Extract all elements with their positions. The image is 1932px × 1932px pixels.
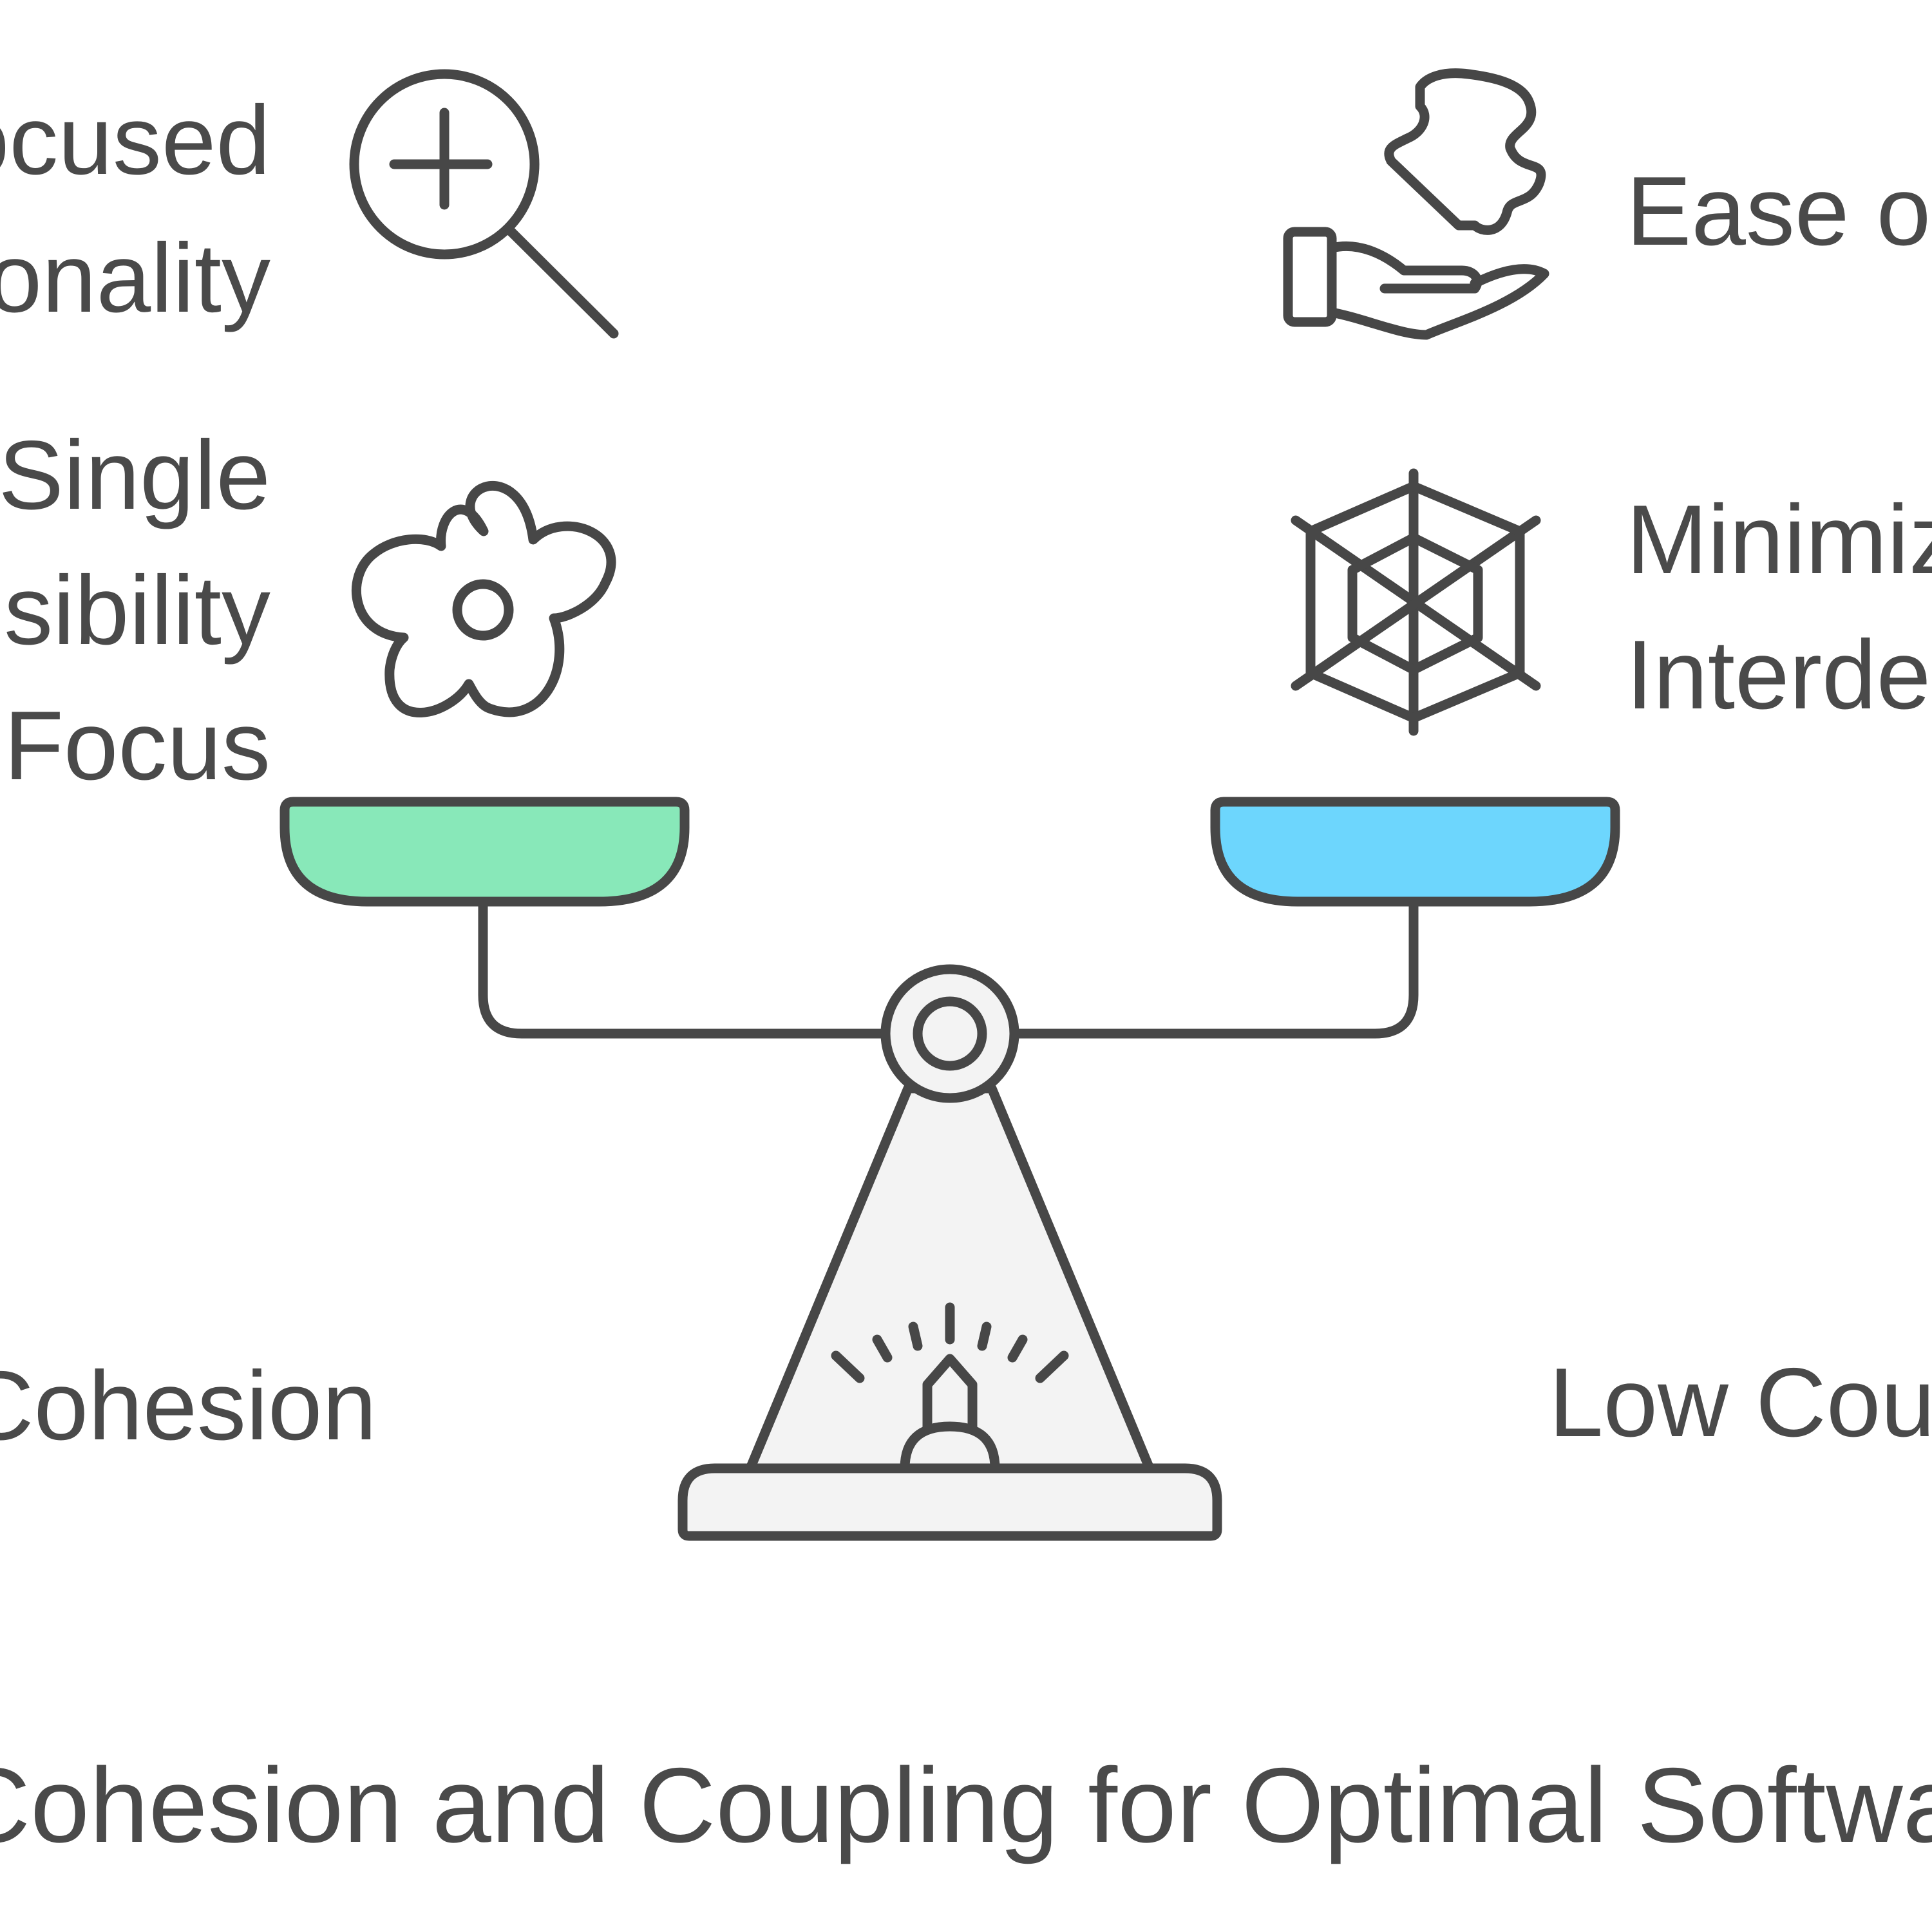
left-item-2-line-3: Focus <box>4 691 270 800</box>
left-item-1-line-2: Functionality <box>0 223 270 333</box>
left-item-2-line-2: Responsibility <box>0 556 270 665</box>
right-item-2-line-2: Interdependence <box>1626 620 1932 730</box>
hand-puzzle-icon <box>1283 68 1549 340</box>
left-arm <box>478 896 894 1039</box>
left-heading: High Cohesion <box>0 1351 377 1461</box>
spider-web-icon <box>1291 468 1541 736</box>
gauge-hub <box>900 1421 1000 1473</box>
right-heading: Low Coupling <box>1549 1348 1932 1457</box>
scale-base <box>677 1463 1222 1541</box>
right-item-2-line-1: Minimized <box>1626 485 1932 594</box>
pivot-hole <box>913 996 987 1071</box>
left-item-2-line-1: Single <box>0 421 270 530</box>
right-pan <box>1210 797 1620 907</box>
right-item-1-line-1: Ease of Change <box>1626 156 1932 266</box>
left-pan <box>279 797 690 907</box>
magnifier-plus-icon <box>349 69 619 339</box>
flower-icon <box>351 480 616 717</box>
right-arm <box>1003 896 1419 1039</box>
gauge-marks <box>831 1302 1069 1383</box>
diagram-title: Balancing Cohesion and Coupling for Opti… <box>0 1746 1932 1864</box>
balance-scale <box>279 797 1620 1541</box>
left-item-1-line-1: Focused <box>0 86 270 195</box>
